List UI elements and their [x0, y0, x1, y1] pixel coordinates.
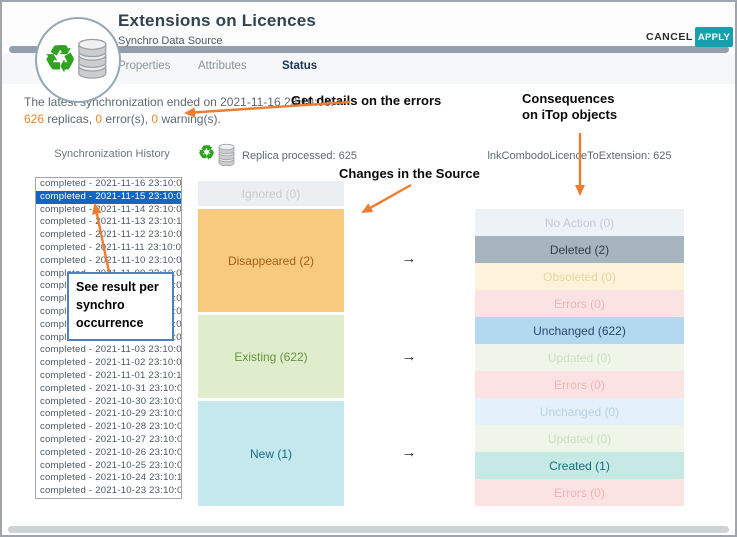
- target-row-updated-8[interactable]: Updated (0): [475, 425, 684, 452]
- history-item[interactable]: completed - 2021-11-15 23:10:09: [36, 190, 181, 204]
- right-arrow-icon: →: [401, 444, 417, 461]
- replica-processed-icon: ♻: [198, 135, 240, 177]
- arrow-to-source-column: [361, 183, 412, 214]
- history-item[interactable]: completed - 2021-10-23 23:10:09: [40, 485, 182, 497]
- annotation-get-details: Get details on the errors: [291, 93, 442, 108]
- history-item[interactable]: completed - 2021-11-12 23:10:09: [40, 229, 182, 241]
- history-item[interactable]: completed - 2021-11-11 23:10:08: [40, 241, 182, 253]
- tab-properties[interactable]: Properties: [118, 60, 171, 72]
- annotation-note-box: See result per synchro occurrence: [67, 272, 174, 341]
- history-item[interactable]: completed - 2021-10-28 23:10:08: [40, 421, 182, 433]
- errors-count[interactable]: 0: [95, 112, 103, 126]
- tab-status[interactable]: Status: [282, 60, 318, 72]
- note-line3: occurrence: [76, 316, 144, 330]
- target-row-obsoleted-2[interactable]: Obsoleted (0): [475, 263, 684, 290]
- tab-bar: [2, 53, 735, 84]
- history-item[interactable]: completed - 2021-11-10 23:10:08: [40, 254, 182, 266]
- history-item[interactable]: completed - 2021-10-29 23:10:09: [40, 408, 182, 420]
- target-row-updated-5[interactable]: Updated (0): [475, 344, 684, 371]
- recycle-icon: ♻: [44, 38, 77, 79]
- database-stack-icon: [78, 38, 107, 79]
- history-item[interactable]: completed - 2021-10-27 23:10:09: [40, 433, 182, 445]
- replicas-suffix: replicas,: [44, 112, 96, 126]
- history-title: Synchronization History: [54, 148, 170, 160]
- history-item[interactable]: completed - 2021-10-26 23:10:09: [40, 446, 182, 458]
- tab-attributes[interactable]: Attributes: [198, 60, 247, 72]
- database-stack-icon-small: [218, 143, 235, 167]
- right-arrow-icon: →: [401, 250, 417, 267]
- history-item[interactable]: completed - 2021-11-14 23:10:09: [40, 203, 182, 215]
- source-box-new[interactable]: New (1): [198, 401, 344, 506]
- note-line1: See result per: [76, 280, 159, 294]
- header: [2, 2, 735, 46]
- history-item[interactable]: completed - 2021-11-03 23:10:08: [40, 344, 182, 356]
- right-arrow-icon: →: [401, 348, 417, 365]
- annotation-changes-source: Changes in the Source: [339, 166, 480, 181]
- sync-icon-avatar: ♻: [35, 17, 121, 103]
- note-line2: synchro: [76, 298, 125, 312]
- warnings-count[interactable]: 0: [151, 112, 159, 126]
- page-subtitle: Synchro Data Source: [118, 35, 223, 47]
- history-item[interactable]: completed - 2021-11-16 23:10:08: [40, 178, 182, 189]
- warnings-suffix: warning(s).: [158, 112, 221, 126]
- target-row-created-9[interactable]: Created (1): [475, 452, 684, 479]
- history-item[interactable]: completed - 2021-11-13 23:10:13: [40, 216, 182, 228]
- annotation-consequences-line2: on iTop objects: [522, 107, 618, 122]
- history-item[interactable]: completed - 2021-11-02 23:10:08: [40, 357, 182, 369]
- replicas-count[interactable]: 626: [24, 112, 45, 126]
- annotation-consequences: Consequences on iTop objects: [522, 91, 617, 123]
- annotation-consequences-line1: Consequences: [522, 91, 615, 106]
- cancel-button[interactable]: CANCEL: [646, 31, 693, 43]
- page-title: Extensions on Licences: [118, 11, 317, 30]
- recycle-icon-small: ♻: [198, 143, 216, 164]
- footer-scrollbar[interactable]: [8, 526, 729, 533]
- source-box-disappeared[interactable]: Disappeared (2): [198, 209, 344, 312]
- history-item[interactable]: completed - 2021-11-01 23:10:13: [40, 369, 182, 381]
- source-box-ignored[interactable]: Ignored (0): [198, 181, 344, 206]
- target-class-header: lnkCombodoLicenceToExtension: 625: [487, 150, 672, 162]
- history-item[interactable]: completed - 2021-10-25 23:10:08: [40, 459, 182, 471]
- target-row-unchanged-4[interactable]: Unchanged (622): [475, 317, 684, 344]
- header-divider-bar: [9, 46, 729, 53]
- errors-suffix: error(s),: [102, 112, 152, 126]
- target-row-errors-3[interactable]: Errors (0): [475, 290, 684, 317]
- history-item[interactable]: completed - 2021-10-31 23:10:09: [40, 382, 182, 394]
- apply-button[interactable]: APPLY: [695, 27, 733, 47]
- target-row-unchanged-7[interactable]: Unchanged (0): [475, 398, 684, 425]
- target-row-deleted-1[interactable]: Deleted (2): [475, 236, 684, 263]
- replica-processed-label: Replica processed: 625: [242, 150, 357, 162]
- source-box-existing[interactable]: Existing (622): [198, 315, 344, 398]
- history-item[interactable]: completed - 2021-10-30 23:10:08: [40, 395, 182, 407]
- target-row-errors-10[interactable]: Errors (0): [475, 479, 684, 506]
- target-row-no-0[interactable]: No Action (0): [475, 209, 684, 236]
- summary-line2: 626 replicas, 0 error(s), 0 warning(s).: [24, 111, 334, 128]
- history-item[interactable]: completed - 2021-10-24 23:10:10: [40, 472, 182, 484]
- target-column: No Action (0)Deleted (2)Obsoleted (0)Err…: [475, 209, 684, 506]
- target-row-errors-6[interactable]: Errors (0): [475, 371, 684, 398]
